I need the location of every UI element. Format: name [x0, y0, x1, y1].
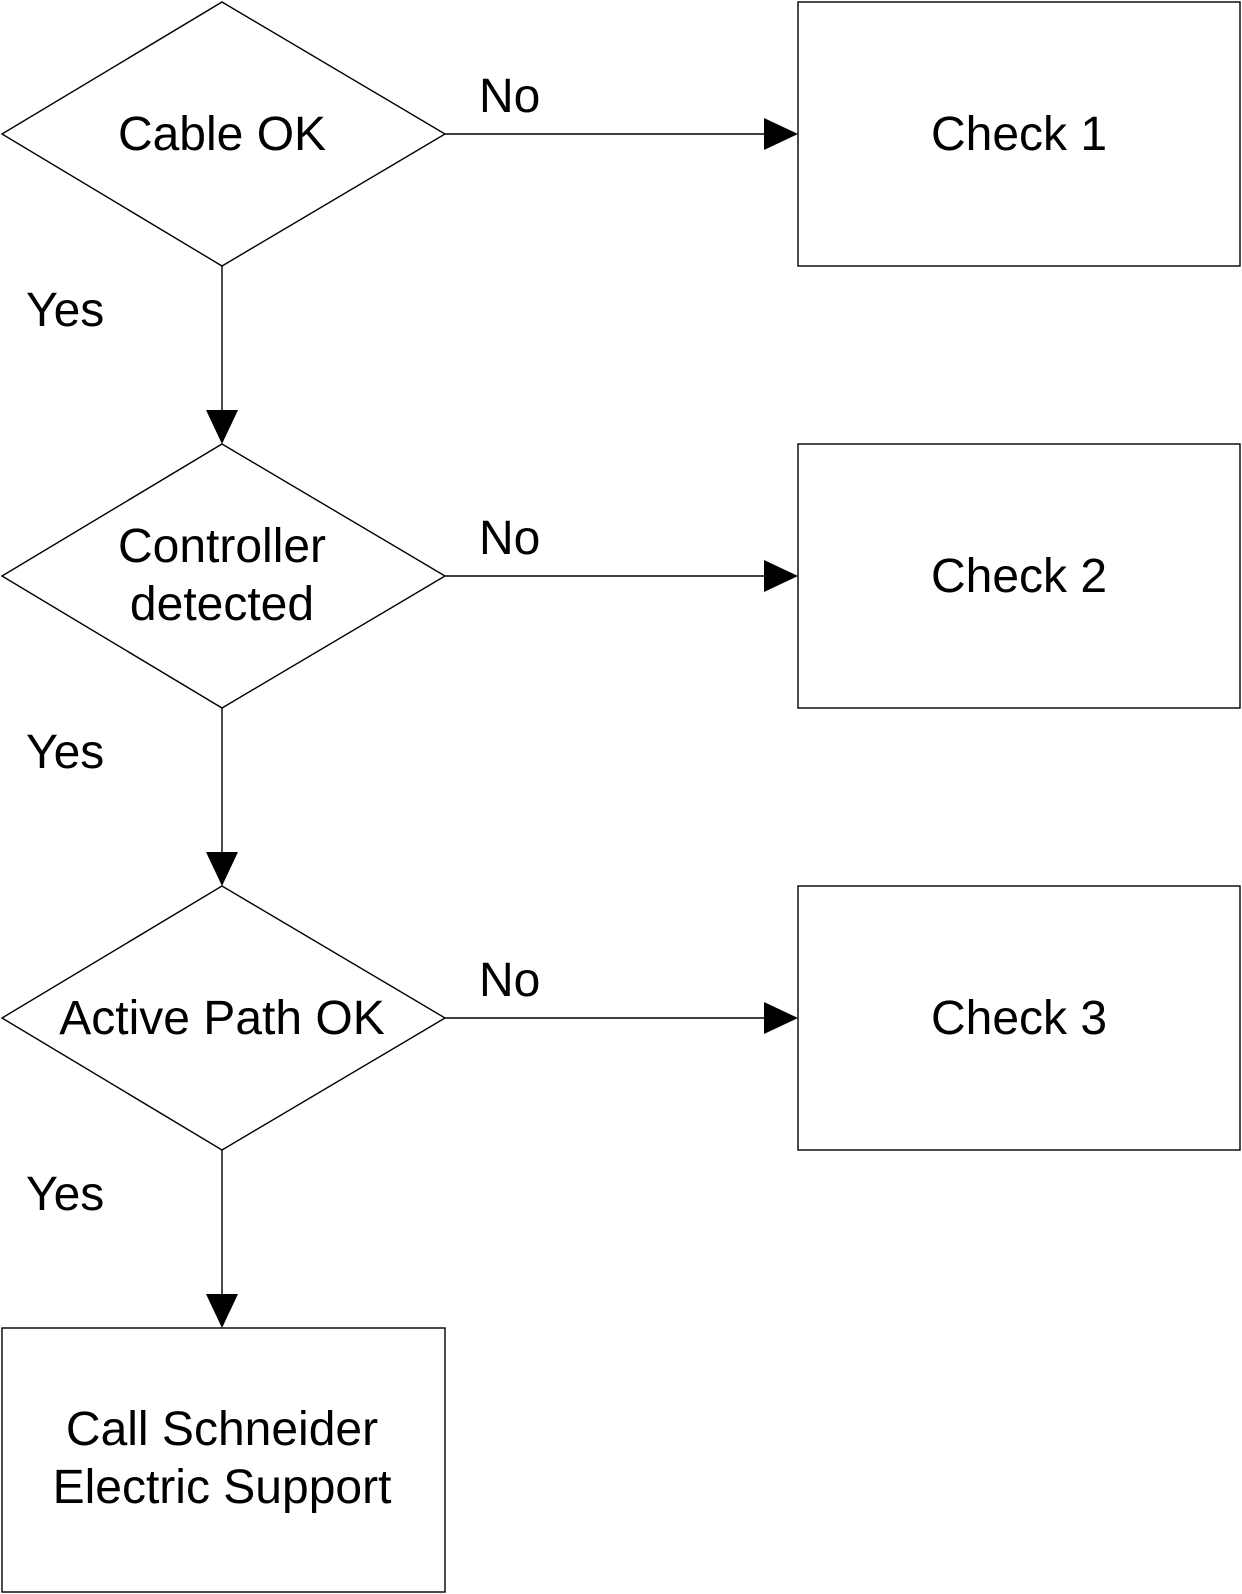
- final-step-label-line-1: Call Schneider: [66, 1403, 378, 1456]
- decision-active-path-ok-label-line-1: Active Path OK: [59, 992, 384, 1045]
- final-step-box: Call Schneider Electric Support: [1, 1327, 446, 1593]
- decision-controller-detected-label-line-2: detected: [130, 578, 314, 631]
- arrowhead-down-icon: [206, 410, 238, 444]
- decision-cable-ok: Cable OK: [0, 1, 447, 267]
- decision-controller-detected: Controller detected: [0, 443, 447, 709]
- arrowhead-right-icon: [764, 118, 798, 150]
- edge-label-yes-3: Yes: [26, 1168, 104, 1221]
- decision-controller-detected-label-line-1: Controller: [118, 520, 326, 573]
- final-step-label-line-2: Electric Support: [53, 1461, 392, 1514]
- check-1-box: Check 1: [797, 1, 1241, 267]
- edge-label-yes-1: Yes: [26, 284, 104, 337]
- check-3-box: Check 3: [797, 885, 1241, 1151]
- connector-no-3: [445, 1002, 798, 1034]
- check-3-rect: [797, 885, 1241, 1151]
- edge-label-no-1: No: [479, 70, 540, 123]
- connector-no-2: [445, 560, 798, 592]
- arrowhead-down-icon: [206, 1294, 238, 1328]
- edge-label-yes-2: Yes: [26, 726, 104, 779]
- connector-yes-3: [206, 1150, 238, 1328]
- check-2-label: Check 2: [931, 550, 1107, 603]
- decision-controller-detected-diamond: [0, 443, 447, 709]
- check-1-label: Check 1: [931, 108, 1107, 161]
- edge-label-no-2: No: [479, 512, 540, 565]
- arrowhead-right-icon: [764, 560, 798, 592]
- connector-no-1: [445, 118, 798, 150]
- decision-cable-ok-label-line-1: Cable OK: [118, 108, 326, 161]
- check-3-label: Check 3: [931, 992, 1107, 1045]
- edge-label-no-3: No: [479, 954, 540, 1007]
- check-2-rect: [797, 443, 1241, 709]
- decision-active-path-ok: Active Path OK: [0, 885, 447, 1151]
- connector-yes-1: [206, 266, 238, 444]
- arrowhead-down-icon: [206, 852, 238, 886]
- arrowhead-right-icon: [764, 1002, 798, 1034]
- check-2-box: Check 2: [797, 443, 1241, 709]
- check-1-rect: [797, 1, 1241, 267]
- connector-yes-2: [206, 708, 238, 886]
- final-step-rect: [1, 1327, 446, 1593]
